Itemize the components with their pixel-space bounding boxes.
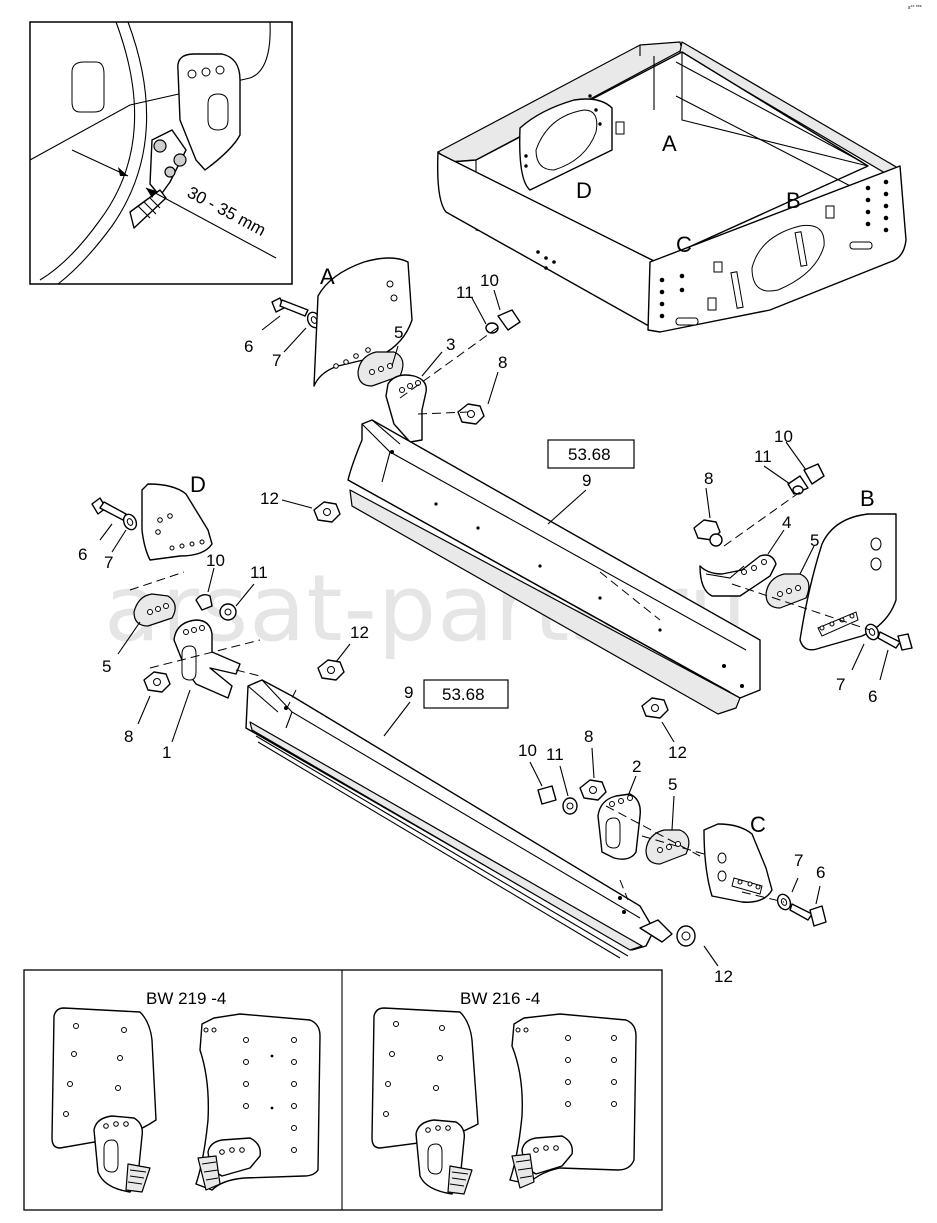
callout-b-4: 4 bbox=[782, 513, 791, 532]
callout-a-6: 6 bbox=[244, 337, 253, 356]
callout-a-7: 7 bbox=[272, 351, 281, 370]
callout-b-letter: B bbox=[860, 486, 875, 511]
callout-d-12: 12 bbox=[350, 623, 369, 642]
machine-frame: A B C D bbox=[436, 41, 907, 333]
variant-1-label: BW 219 -4 bbox=[146, 989, 226, 1008]
callout-d-5: 5 bbox=[102, 657, 111, 676]
ref-box-lower bbox=[423, 679, 509, 709]
callout-b-5: 5 bbox=[810, 531, 819, 550]
ref-box-upper bbox=[547, 439, 635, 469]
frame-view-d: D bbox=[576, 178, 592, 203]
callout-b-8: 8 bbox=[704, 469, 713, 488]
callout-a-5: 5 bbox=[394, 323, 403, 342]
callout-d-10: 10 bbox=[206, 551, 225, 570]
callout-c-letter: C bbox=[750, 812, 766, 837]
assembly-d: D 6 7 10 11 5 8 1 12 bbox=[78, 472, 369, 762]
callout-c-2: 2 bbox=[632, 757, 641, 776]
callout-a-letter: A bbox=[320, 264, 335, 289]
callout-b-6: 6 bbox=[868, 687, 877, 706]
frame-view-a: A bbox=[662, 131, 677, 156]
variant-2-label: BW 216 -4 bbox=[460, 989, 540, 1008]
corner-mark: s°° *** bbox=[908, 5, 922, 11]
callout-a-8: 8 bbox=[498, 353, 507, 372]
ref-box-lower-label: 53.68 bbox=[442, 685, 485, 704]
callout-c-5: 5 bbox=[668, 775, 677, 794]
callout-d-letter: D bbox=[190, 472, 206, 497]
callout-c-6: 6 bbox=[816, 863, 825, 882]
callout-a-11: 11 bbox=[456, 283, 474, 302]
variant-panel-2: BW 216 -4 bbox=[371, 989, 637, 1195]
callout-d-1: 1 bbox=[162, 743, 171, 762]
frame-view-c: C bbox=[676, 232, 692, 257]
callout-lower-beam-9: 9 bbox=[404, 683, 413, 702]
callout-b-11: 11 bbox=[754, 447, 772, 466]
callout-c-11: 11 bbox=[546, 745, 564, 764]
callout-c-7: 7 bbox=[794, 851, 803, 870]
callout-b-10: 10 bbox=[774, 427, 793, 446]
callout-upper-12-right: 12 bbox=[668, 743, 687, 762]
callout-b-7: 7 bbox=[836, 675, 845, 694]
callout-d-7: 7 bbox=[104, 553, 113, 572]
callout-d-11: 11 bbox=[250, 563, 268, 582]
upper-beam: 53.68 9 12 12 bbox=[260, 419, 761, 762]
variant-panels: BW 219 -4 BW 216 -4 bbox=[23, 969, 663, 1211]
callout-a-3: 3 bbox=[446, 335, 455, 354]
ref-box-upper-label: 53.68 bbox=[568, 445, 611, 464]
assembly-a: 6 7 5 3 8 11 10 A bbox=[244, 257, 521, 443]
callout-c-8: 8 bbox=[584, 727, 593, 746]
detail-inset: 30 - 35 mm bbox=[29, 21, 293, 285]
assembly-c: 10 11 8 2 5 C 7 6 bbox=[518, 727, 827, 927]
callout-upper-12-left: 12 bbox=[260, 489, 279, 508]
callout-d-8: 8 bbox=[124, 727, 133, 746]
callout-a-10: 10 bbox=[480, 271, 499, 290]
variant-panel-1: BW 219 -4 bbox=[51, 989, 321, 1193]
assembly-b: 10 11 8 4 5 B 7 6 bbox=[693, 427, 913, 706]
callout-upper-beam-9: 9 bbox=[582, 471, 591, 490]
callout-c-12: 12 bbox=[714, 967, 733, 986]
frame-view-b: B bbox=[786, 188, 801, 213]
callout-d-6: 6 bbox=[78, 545, 87, 564]
callout-c-10: 10 bbox=[518, 741, 537, 760]
lower-beam: 53.68 9 12 bbox=[245, 679, 733, 986]
